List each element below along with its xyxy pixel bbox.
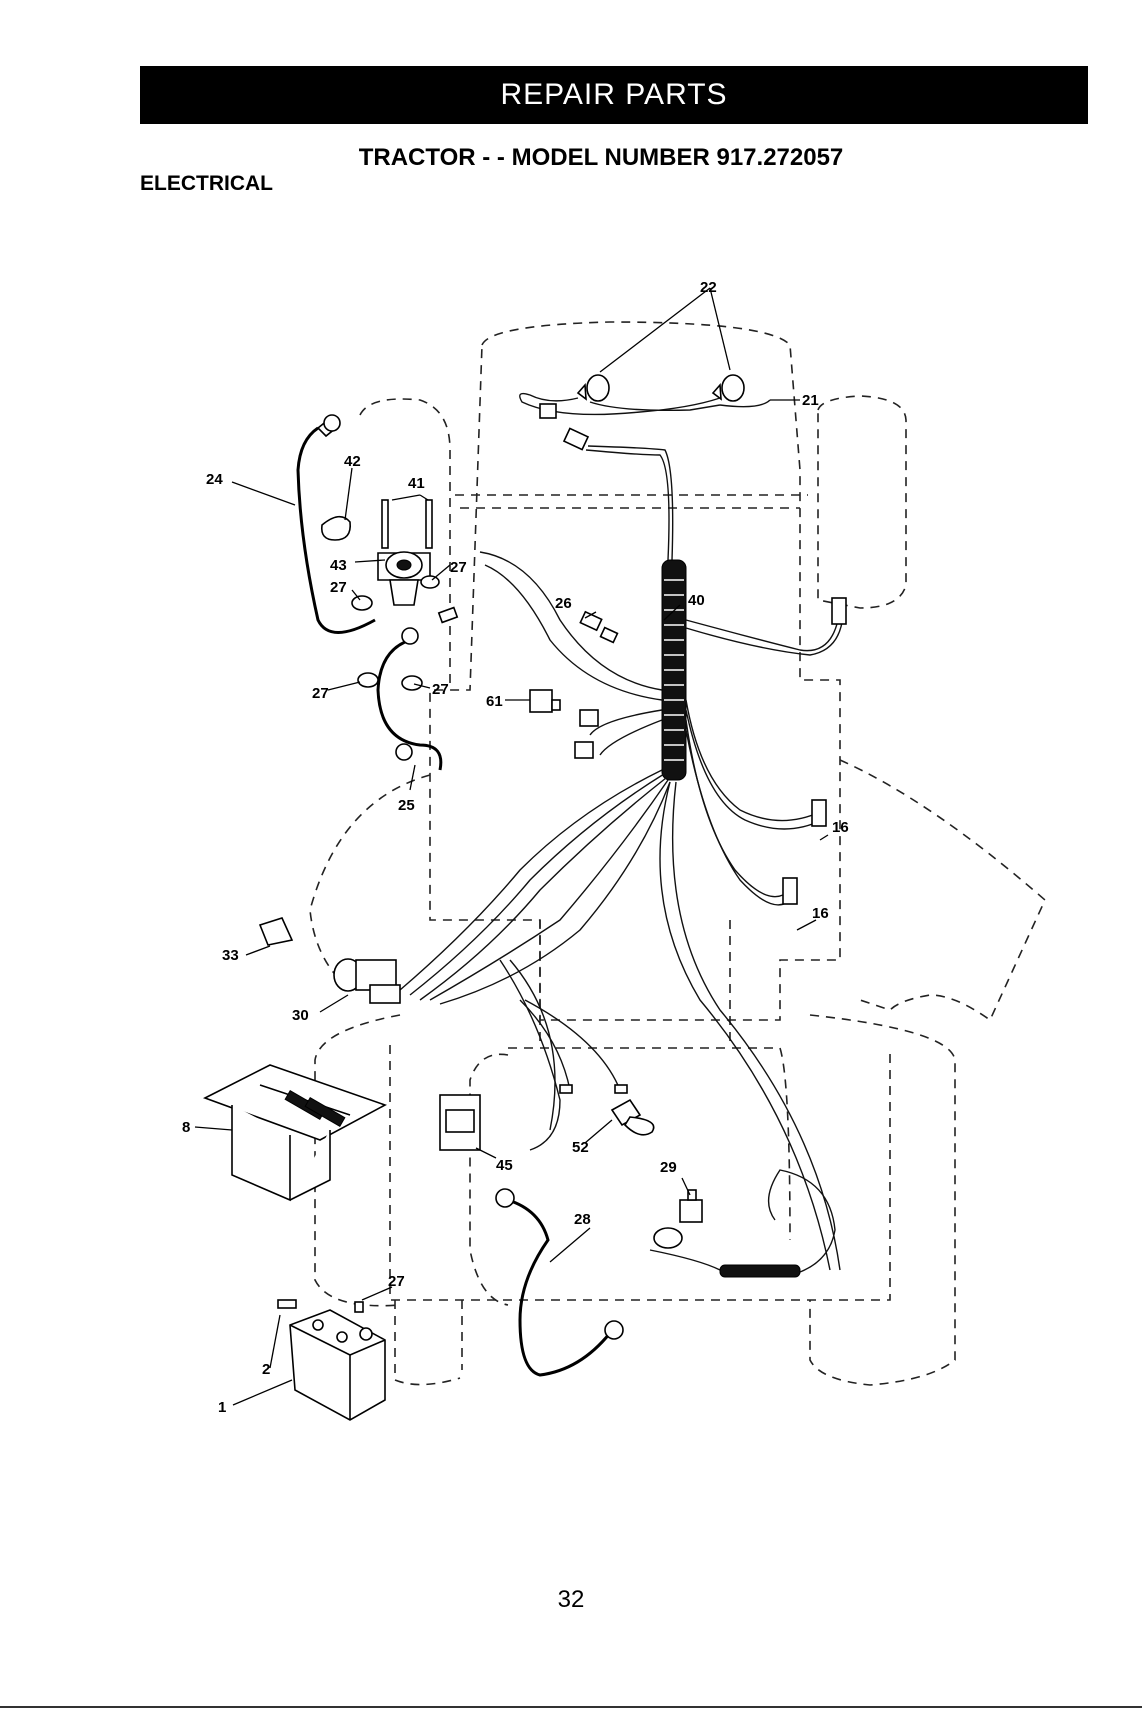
ammeter (440, 1095, 480, 1150)
callout-43: 43 (330, 557, 347, 574)
callout-8: 8 (182, 1119, 190, 1136)
callout-27-b: 27 (450, 559, 467, 576)
callout-24: 24 (206, 471, 223, 488)
leader-lines (195, 288, 828, 1405)
callout-labels: 22 21 24 42 41 43 27 27 27 27 26 40 61 2… (182, 279, 849, 1416)
callout-45: 45 (496, 1157, 513, 1174)
callout-21: 21 (802, 392, 819, 409)
callout-1: 1 (218, 1399, 226, 1416)
bottom-rule (0, 1706, 1142, 1708)
headlight-right (713, 375, 744, 401)
callout-33: 33 (222, 947, 239, 964)
callout-27-d: 27 (432, 681, 449, 698)
callout-41: 41 (408, 475, 425, 492)
callout-27-a: 27 (330, 579, 347, 596)
callout-40: 40 (688, 592, 705, 609)
callout-25: 25 (398, 797, 415, 814)
callout-26: 26 (555, 595, 572, 612)
battery (290, 1310, 385, 1420)
callout-30: 30 (292, 1007, 309, 1024)
callout-52: 52 (572, 1139, 589, 1156)
battery-box (205, 1065, 385, 1200)
page-number: 32 (0, 1586, 1142, 1614)
starter-solenoid (378, 500, 432, 605)
ignition-switch (334, 959, 400, 1003)
callout-28: 28 (574, 1211, 591, 1228)
relay (530, 690, 560, 712)
headlight-left (578, 375, 609, 401)
callout-16-a: 16 (832, 819, 849, 836)
seat-switch (654, 1190, 702, 1248)
callout-61: 61 (486, 693, 503, 710)
callout-27-c: 27 (312, 685, 329, 702)
callout-42: 42 (344, 453, 361, 470)
callout-27-e: 27 (388, 1273, 405, 1290)
callout-22: 22 (700, 279, 717, 296)
callout-2: 2 (262, 1361, 270, 1378)
callout-29: 29 (660, 1159, 677, 1176)
harness-coil (662, 560, 686, 780)
callout-16-b: 16 (812, 905, 829, 922)
